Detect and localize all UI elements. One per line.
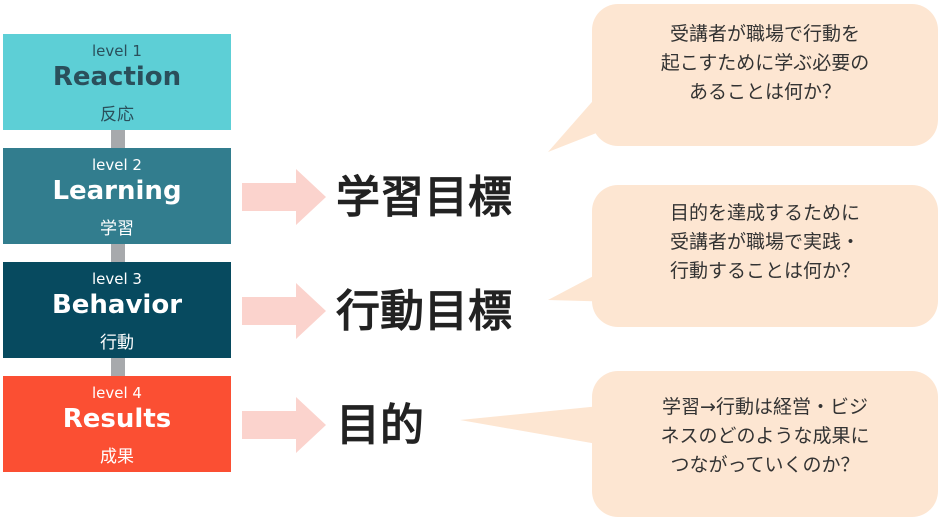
level-name-ja: 成果 — [100, 447, 134, 467]
bubble-line: 行動することは何か？ — [669, 260, 860, 282]
level-4-results-box: level 4 Results 成果 — [3, 376, 231, 472]
level-2-learning-box: level 2 Learning 学習 — [3, 148, 231, 244]
arrow-right-icon — [242, 397, 326, 453]
level-name: Reaction — [52, 62, 182, 92]
learning-question-bubble: 受講者が職場で行動を 起こすために学ぶ必要の あることは何か？ — [592, 4, 938, 146]
level-name: Results — [62, 404, 172, 434]
learning-goal-label: 学習目標 — [336, 172, 512, 223]
bubble-line: 起こすために学ぶ必要の — [660, 52, 870, 74]
purpose-label: 目的 — [336, 400, 424, 451]
level-number: level 1 — [92, 42, 142, 60]
level-number: level 2 — [92, 156, 142, 174]
behavior-question-bubble: 目的を達成するために 受講者が職場で実践・ 行動することは何か？ — [592, 185, 938, 327]
level-number: level 3 — [92, 270, 142, 288]
level-name-ja: 反応 — [100, 105, 134, 125]
level-name-ja: 学習 — [100, 219, 134, 239]
bubble-line: 学習→行動は経営・ビジ — [662, 396, 868, 418]
results-question-bubble: 学習→行動は経営・ビジ ネスのどのような成果に つながっていくのか？ — [592, 371, 938, 517]
arrow-right-icon — [242, 283, 326, 339]
bubble-line: つながっていくのか？ — [670, 454, 860, 476]
arrow-right-icon — [242, 169, 326, 225]
bubble-line: あることは何か？ — [688, 81, 841, 103]
level-3-behavior-box: level 3 Behavior 行動 — [3, 262, 231, 358]
bubble-line: 目的を達成するために — [669, 202, 860, 224]
level-name: Learning — [52, 176, 182, 206]
level-1-reaction-box: level 1 Reaction 反応 — [3, 34, 231, 130]
level-number: level 4 — [92, 384, 142, 402]
behavior-goal-label: 行動目標 — [336, 286, 512, 337]
bubble-line: 受講者が職場で行動を — [669, 23, 860, 45]
bubble-line: ネスのどのような成果に — [660, 425, 870, 447]
bubble-line: 受講者が職場で実践・ — [669, 231, 860, 253]
level-name: Behavior — [51, 290, 183, 320]
level-name-ja: 行動 — [100, 333, 134, 353]
